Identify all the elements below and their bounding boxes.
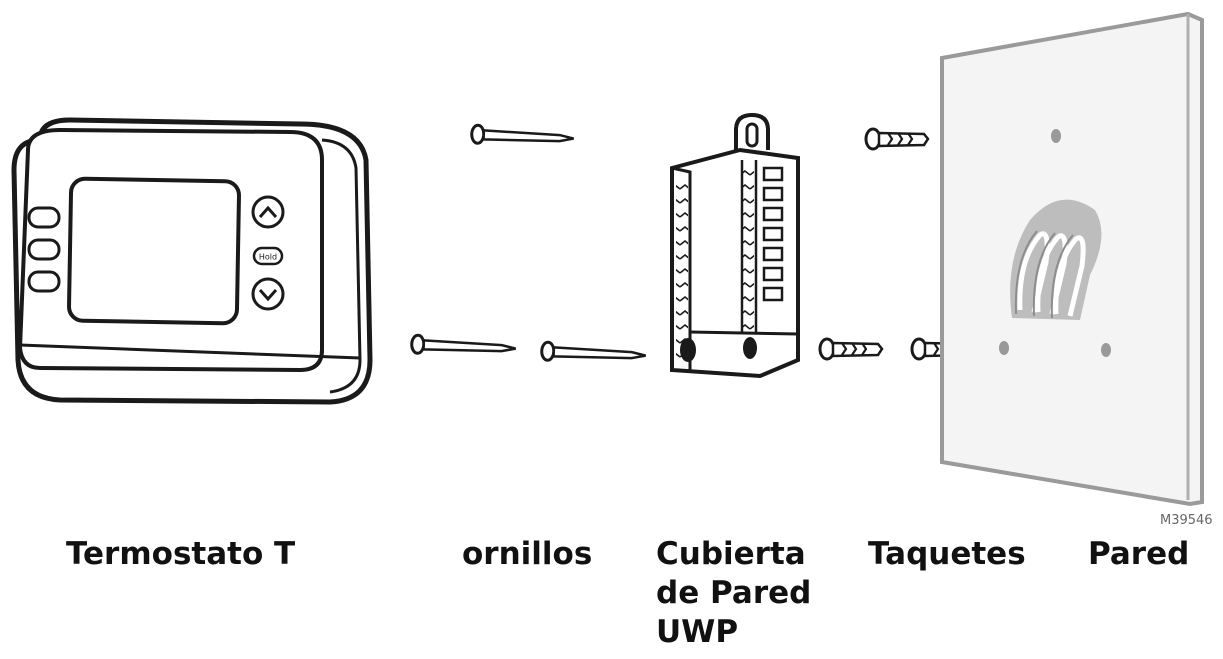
wall-label: Pared [1088,536,1190,572]
thermostat-screen [67,176,241,326]
wall-cover-label-line-2: de Pared [656,575,812,611]
thermostat-label: Termostato T [66,536,296,572]
screw-bottom-right [540,340,646,362]
screw-top [470,123,574,145]
hold-button-label: Hold [259,253,277,262]
thermostat-illustration: Hold [11,117,373,405]
figure-code: M39546 [1160,513,1213,528]
wall-hole-bottom-left [999,341,1009,355]
wall-hole-top [1051,129,1061,143]
anchor-bottom-left [818,337,884,361]
chevron-down-icon [251,277,285,311]
thermostat-left-button-2 [27,238,61,261]
wall-cover-label-line-1: Cubierta [656,536,806,572]
wall-cover-label-line-3: UWP [656,614,739,650]
thermostat-left-button-1 [27,206,61,229]
wall-cover-label: Cubierta de Pared UWP [656,535,811,652]
uwp-wall-plate [670,112,800,379]
wall-wire-opening [1010,199,1102,320]
screws-label: ornillos [462,536,593,572]
thermostat-hold-button: Hold [252,246,284,266]
screw-bottom-left [410,333,516,355]
chevron-up-icon [251,195,285,229]
wall-hole-bottom-right [1101,343,1111,357]
anchors-label: Taquetes [868,536,1026,572]
anchor-top [864,127,930,151]
wall-panel [940,11,1204,507]
thermostat-left-button-3 [27,270,61,293]
